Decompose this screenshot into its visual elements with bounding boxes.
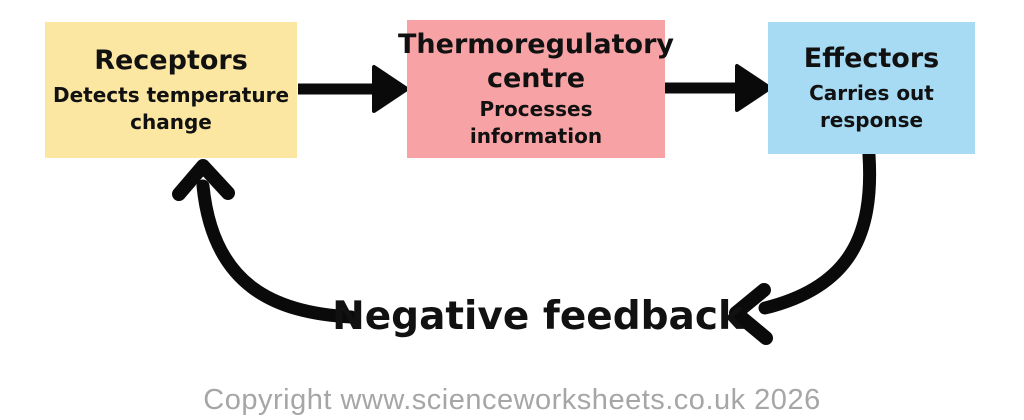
box-thermoregulatory-centre-title: Thermoregulatory centre xyxy=(398,29,674,94)
arrow-centre-to-effectors xyxy=(664,64,772,112)
box-effectors-subtitle: Carries out response xyxy=(809,80,934,132)
arrow-effectors-to-feedback xyxy=(729,148,877,345)
box-thermoregulatory-centre: Thermoregulatory centre Processes inform… xyxy=(398,20,674,158)
box-thermoregulatory-centre-subtitle: Processes information xyxy=(469,96,603,148)
box-receptors-title: Receptors xyxy=(94,45,248,77)
copyright-text: Copyright www.scienceworksheets.co.uk 20… xyxy=(203,384,821,416)
negative-feedback-label: Negative feedback xyxy=(332,294,744,339)
arrow-feedback-to-receptors xyxy=(172,159,358,324)
box-receptors-subtitle: Detects temperature change xyxy=(53,82,290,134)
box-effectors-title: Effectors xyxy=(803,43,940,75)
box-effectors: Effectors Carries out response xyxy=(768,22,975,154)
arrow-receptors-to-centre xyxy=(298,65,409,113)
box-receptors: Receptors Detects temperature change xyxy=(45,22,297,158)
